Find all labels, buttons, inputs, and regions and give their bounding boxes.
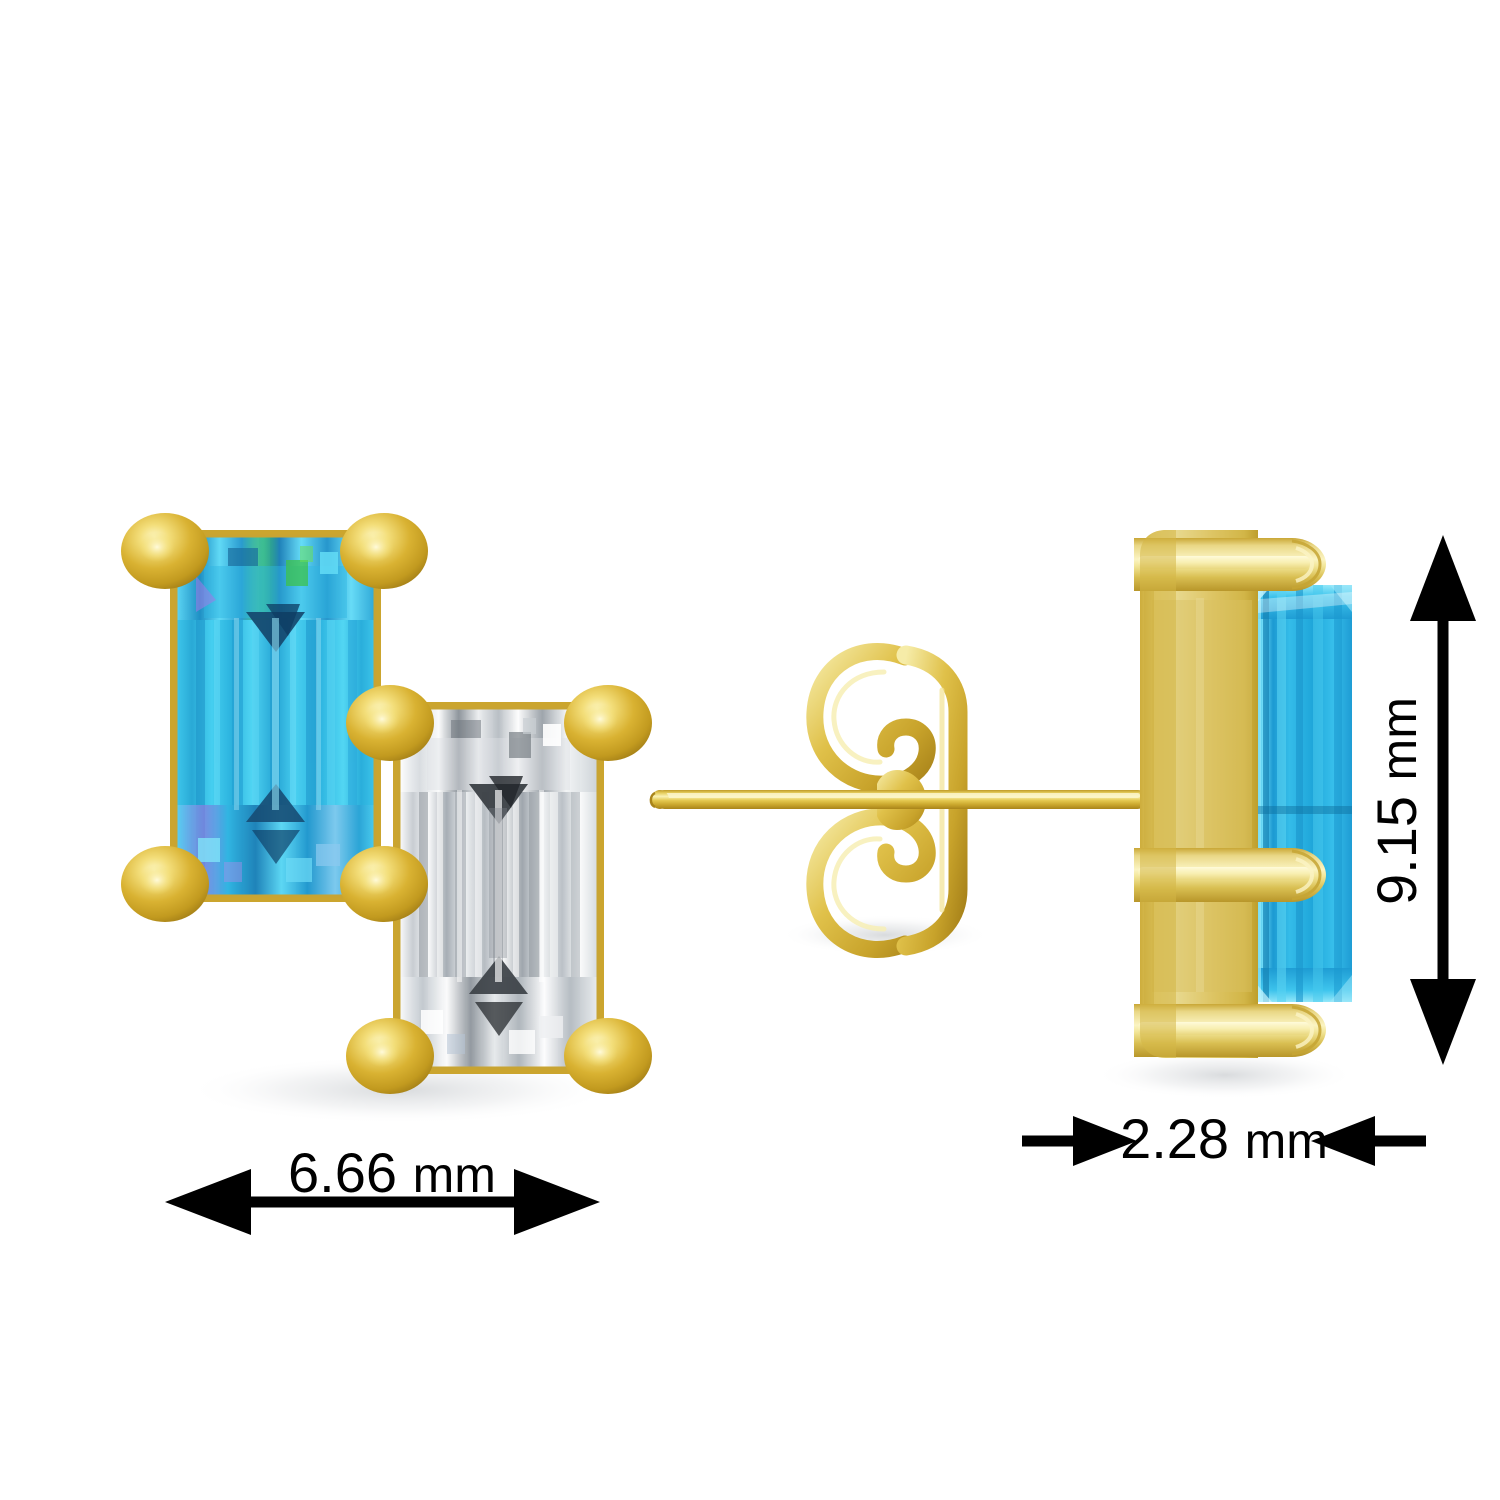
side-view-shadow bbox=[1095, 1051, 1355, 1099]
depth-arrow-left-pointing bbox=[1311, 1116, 1375, 1166]
width-arrow-right bbox=[514, 1169, 600, 1235]
prong-bar-top bbox=[1134, 538, 1326, 591]
diamond-facets bbox=[399, 708, 598, 1068]
depth-dimension: 2.28 mm bbox=[1022, 1107, 1426, 1170]
prong-beads-group bbox=[121, 513, 652, 1094]
height-dimension-label: 9.15 mm bbox=[1365, 697, 1428, 905]
height-arrow-down bbox=[1410, 979, 1476, 1065]
prong-bead bbox=[346, 685, 434, 761]
setting-basket bbox=[1134, 530, 1326, 1058]
width-dimension: 6.66 mm bbox=[165, 1141, 600, 1235]
prong-bead bbox=[340, 846, 428, 922]
height-value: 9.15 bbox=[1365, 796, 1428, 905]
depth-unit: mm bbox=[1245, 1113, 1328, 1169]
prong-bar-middle bbox=[1134, 848, 1326, 902]
width-unit: mm bbox=[413, 1147, 496, 1203]
prong-bead bbox=[346, 1018, 434, 1094]
side-gem bbox=[1248, 585, 1352, 1002]
prong-bar-bottom bbox=[1134, 1004, 1326, 1057]
front-view-earring bbox=[121, 513, 652, 1094]
prong-bead bbox=[564, 1018, 652, 1094]
side-view-earring bbox=[649, 530, 1352, 1058]
depth-dimension-label: 2.28 mm bbox=[1120, 1107, 1328, 1170]
width-arrow-left bbox=[165, 1169, 251, 1235]
depth-arrow-right-pointing bbox=[1073, 1116, 1137, 1166]
white-diamond-gem bbox=[393, 702, 604, 1074]
earring-post bbox=[649, 790, 1147, 809]
height-unit: mm bbox=[1371, 697, 1427, 780]
width-value: 6.66 bbox=[288, 1141, 397, 1204]
height-dimension: 9.15 mm bbox=[1365, 535, 1476, 1065]
prong-bead bbox=[121, 846, 209, 922]
height-arrow-up bbox=[1410, 535, 1476, 621]
depth-value: 2.28 bbox=[1120, 1107, 1229, 1170]
prong-bead bbox=[564, 685, 652, 761]
prong-bead bbox=[340, 513, 428, 589]
prong-bead bbox=[121, 513, 209, 589]
width-dimension-label: 6.66 mm bbox=[288, 1141, 496, 1204]
